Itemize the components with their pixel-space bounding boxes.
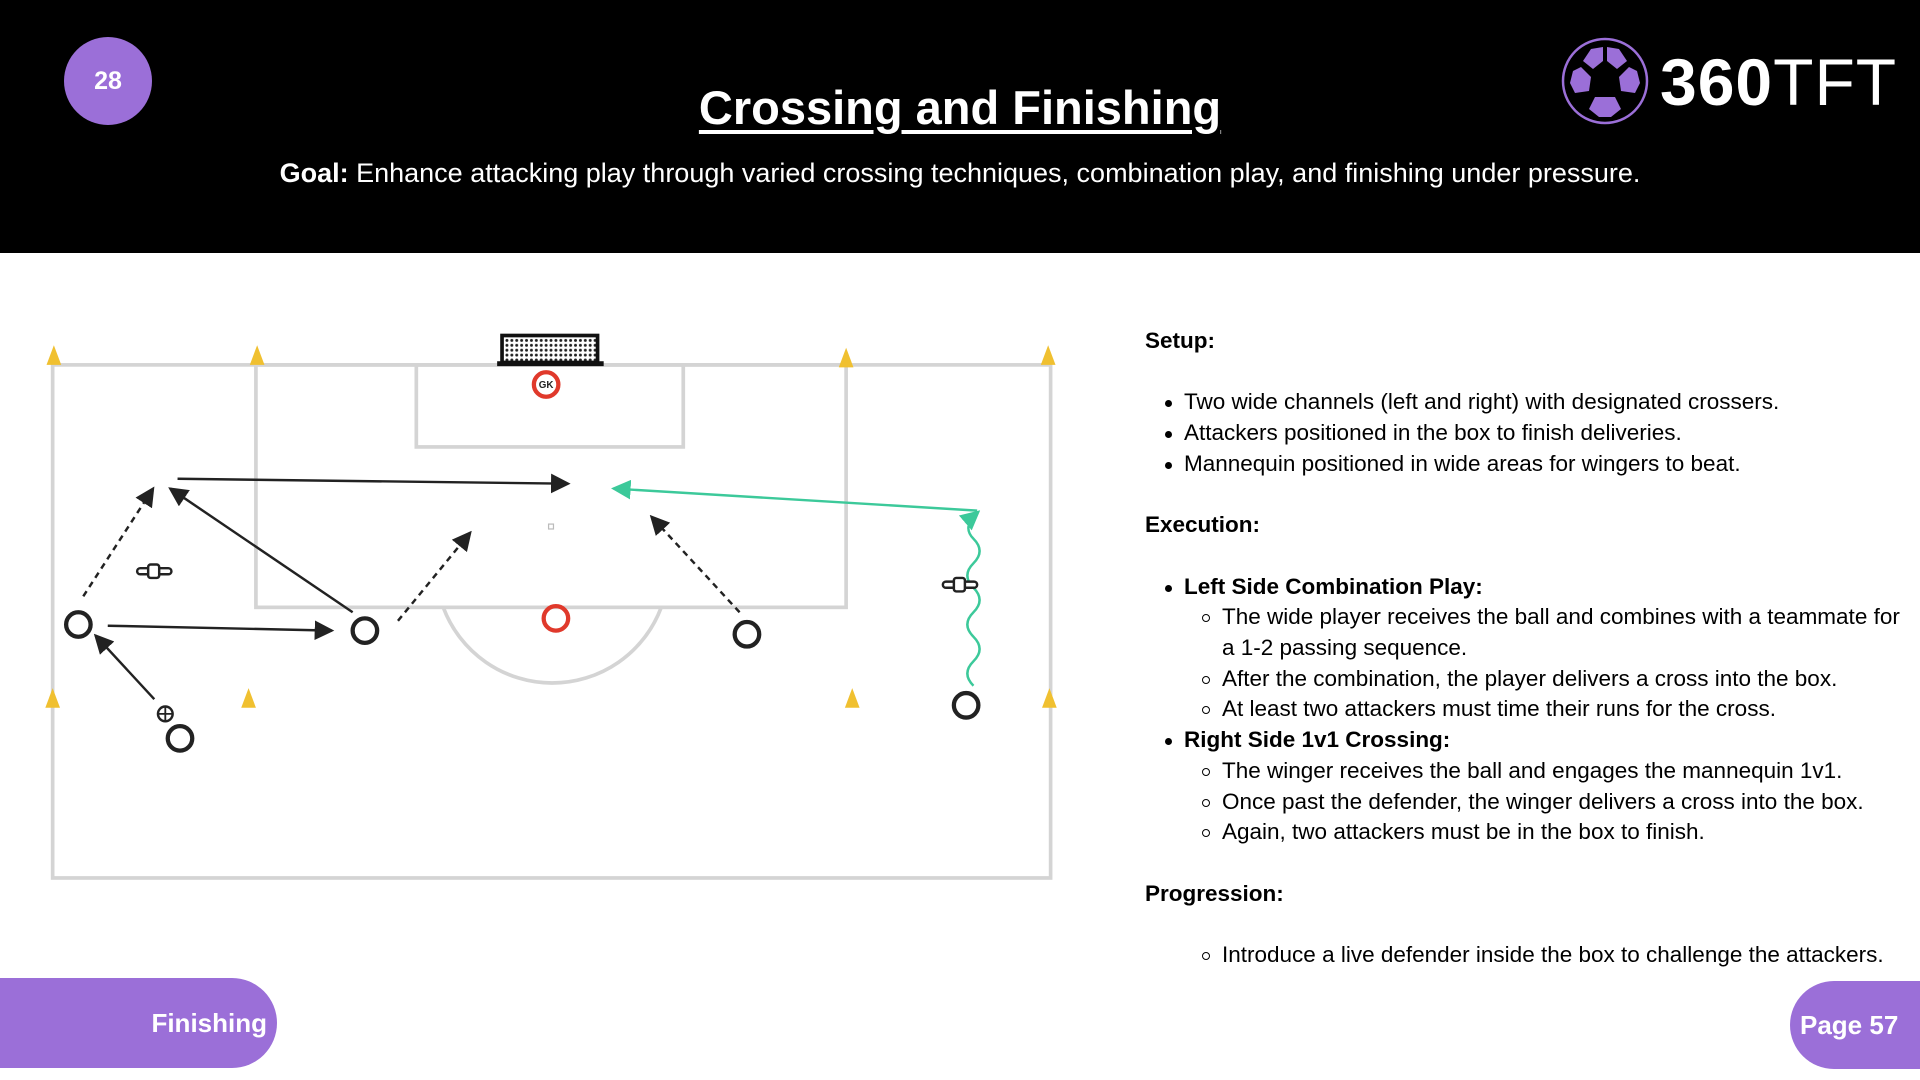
progression-list: Introduce a live defender inside the box… [1145,940,1915,971]
left-item: At least two attackers must time their r… [1145,694,1915,725]
setup-item: Mannequin positioned in wide areas for w… [1145,449,1915,480]
instructions-panel: Setup: Two wide channels (left and right… [1145,326,1915,971]
setup-heading: Setup: [1145,328,1215,353]
left-item: After the combination, the player delive… [1145,664,1915,695]
penalty-arc [441,606,663,685]
setup-item: Attackers positioned in the box to finis… [1145,418,1915,449]
ball-icon [156,705,174,723]
execution-list: Left Side Combination Play: The wide pla… [1145,572,1915,848]
page-number-badge: 28 [64,37,152,125]
progression-heading: Progression: [1145,880,1284,906]
pass-arrows [82,473,981,701]
svg-text:GK: GK [539,380,554,391]
header-bar [0,0,1920,253]
left-side-heading: Left Side Combination Play: [1184,573,1483,599]
execution-heading: Execution: [1145,512,1261,538]
soccer-ball-logo-icon [1561,37,1649,125]
section-tab: Finishing [0,978,277,1068]
pitch-boundary [50,363,1053,880]
page-label: Page 57 [1790,981,1920,1069]
left-item: The wide player receives the ball and co… [1145,602,1915,663]
right-side-heading: Right Side 1v1 Crossing: [1184,727,1451,753]
pitch-markings [50,363,1053,880]
goal-text: Goal: Enhance attacking play through var… [0,158,1920,189]
mannequin-icons [135,563,979,593]
goal-icon [497,333,604,367]
penalty-box [254,363,848,610]
setup-list: Two wide channels (left and right) with … [1145,387,1915,479]
progression-item: Introduce a live defender inside the box… [1145,940,1915,971]
defender-player [541,603,571,633]
logo-wordmark: 360TFT [1660,45,1898,119]
attacker-players [63,610,981,753]
page-title: Crossing and Finishing [698,81,1222,134]
goal-label: Goal: [279,158,349,188]
right-item: The winger receives the ball and engages… [1145,756,1915,787]
goalkeeper-icon: GK [531,370,561,399]
goal-description: Enhance attacking play through varied cr… [348,158,1641,188]
right-item: Once past the defender, the winger deliv… [1145,787,1915,818]
right-item: Again, two attackers must be in the box … [1145,817,1915,848]
cone-icons [45,345,1057,708]
setup-item: Two wide channels (left and right) with … [1145,387,1915,418]
center-marker [547,523,555,530]
